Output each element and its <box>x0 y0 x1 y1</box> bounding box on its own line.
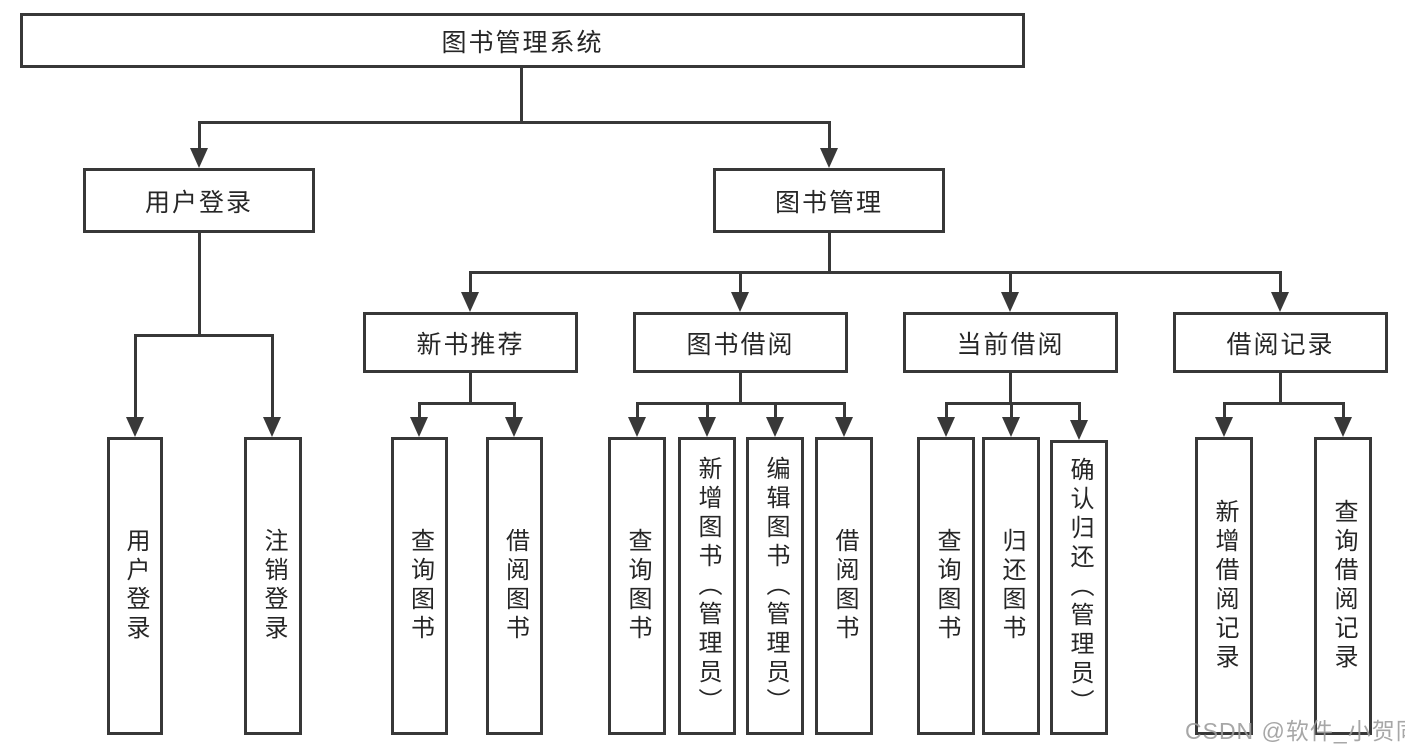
connector-line <box>469 271 472 296</box>
connector-line <box>843 402 846 421</box>
connector-line <box>513 402 516 421</box>
leaf-br-query-record: 查询借阅记录 <box>1314 437 1372 735</box>
leaf-nbr-borrow-book: 借阅图书 <box>486 437 543 735</box>
connector-line <box>134 334 274 337</box>
connector-line <box>469 373 472 405</box>
arrow-down-icon <box>461 292 479 312</box>
arrow-down-icon <box>263 417 281 437</box>
connector-line <box>1279 373 1282 405</box>
connector-line <box>1010 402 1013 421</box>
connector-line <box>774 402 777 421</box>
arrow-down-icon <box>937 417 955 437</box>
connector-line <box>636 402 639 421</box>
connector-line <box>520 68 523 124</box>
leaf-bb-edit-book-admin: 编辑图书（管理员） <box>746 437 804 735</box>
connector-line <box>945 402 1081 405</box>
arrow-down-icon <box>1002 417 1020 437</box>
connector-line <box>1009 373 1012 405</box>
arrow-down-icon <box>1271 292 1289 312</box>
leaf-logout: 注销登录 <box>244 437 302 735</box>
connector-line <box>828 121 831 152</box>
connector-line <box>418 402 516 405</box>
arrow-down-icon <box>505 417 523 437</box>
node-user-login: 用户登录 <box>83 168 315 233</box>
leaf-cb-confirm-return-admin: 确认归还（管理员） <box>1050 440 1108 735</box>
arrow-down-icon <box>410 417 428 437</box>
connector-line <box>271 334 274 421</box>
arrow-down-icon <box>628 417 646 437</box>
node-new-book-recommend: 新书推荐 <box>363 312 578 373</box>
arrow-down-icon <box>835 417 853 437</box>
leaf-nbr-query-book: 查询图书 <box>391 437 448 735</box>
watermark: CSDN @软件_小贺同学 <box>1185 718 1405 744</box>
node-current-borrow: 当前借阅 <box>903 312 1118 373</box>
connector-line <box>828 233 831 274</box>
arrow-down-icon <box>766 417 784 437</box>
node-borrow-record: 借阅记录 <box>1173 312 1388 373</box>
connector-line <box>739 373 742 405</box>
connector-line <box>418 402 421 421</box>
connector-line <box>1078 402 1081 424</box>
arrow-down-icon <box>1215 417 1233 437</box>
leaf-user-login: 用户登录 <box>107 437 163 735</box>
leaf-bb-borrow-book: 借阅图书 <box>815 437 873 735</box>
connector-line <box>1279 271 1282 296</box>
node-root: 图书管理系统 <box>20 13 1025 68</box>
arrow-down-icon <box>820 148 838 168</box>
arrow-down-icon <box>190 148 208 168</box>
node-book-management: 图书管理 <box>713 168 945 233</box>
connector-line <box>198 121 831 124</box>
arrow-down-icon <box>1334 417 1352 437</box>
leaf-bb-query-book: 查询图书 <box>608 437 666 735</box>
connector-line <box>739 271 742 296</box>
connector-line <box>945 402 948 421</box>
arrow-down-icon <box>698 417 716 437</box>
connector-line <box>636 402 846 405</box>
connector-line <box>1342 402 1345 421</box>
connector-line <box>134 334 137 421</box>
leaf-cb-return-book: 归还图书 <box>982 437 1040 735</box>
connector-line <box>469 271 1282 274</box>
connector-line <box>198 121 201 152</box>
arrow-down-icon <box>731 292 749 312</box>
connector-line <box>1223 402 1226 421</box>
leaf-bb-add-book-admin: 新增图书（管理员） <box>678 437 736 735</box>
leaf-br-add-record: 新增借阅记录 <box>1195 437 1253 735</box>
arrow-down-icon <box>126 417 144 437</box>
connector-line <box>1223 402 1345 405</box>
arrow-down-icon <box>1070 420 1088 440</box>
leaf-cb-query-book: 查询图书 <box>917 437 975 735</box>
connector-line <box>706 402 709 421</box>
node-book-borrow: 图书借阅 <box>633 312 848 373</box>
connector-line <box>1009 271 1012 296</box>
connector-line <box>198 233 201 337</box>
arrow-down-icon <box>1001 292 1019 312</box>
